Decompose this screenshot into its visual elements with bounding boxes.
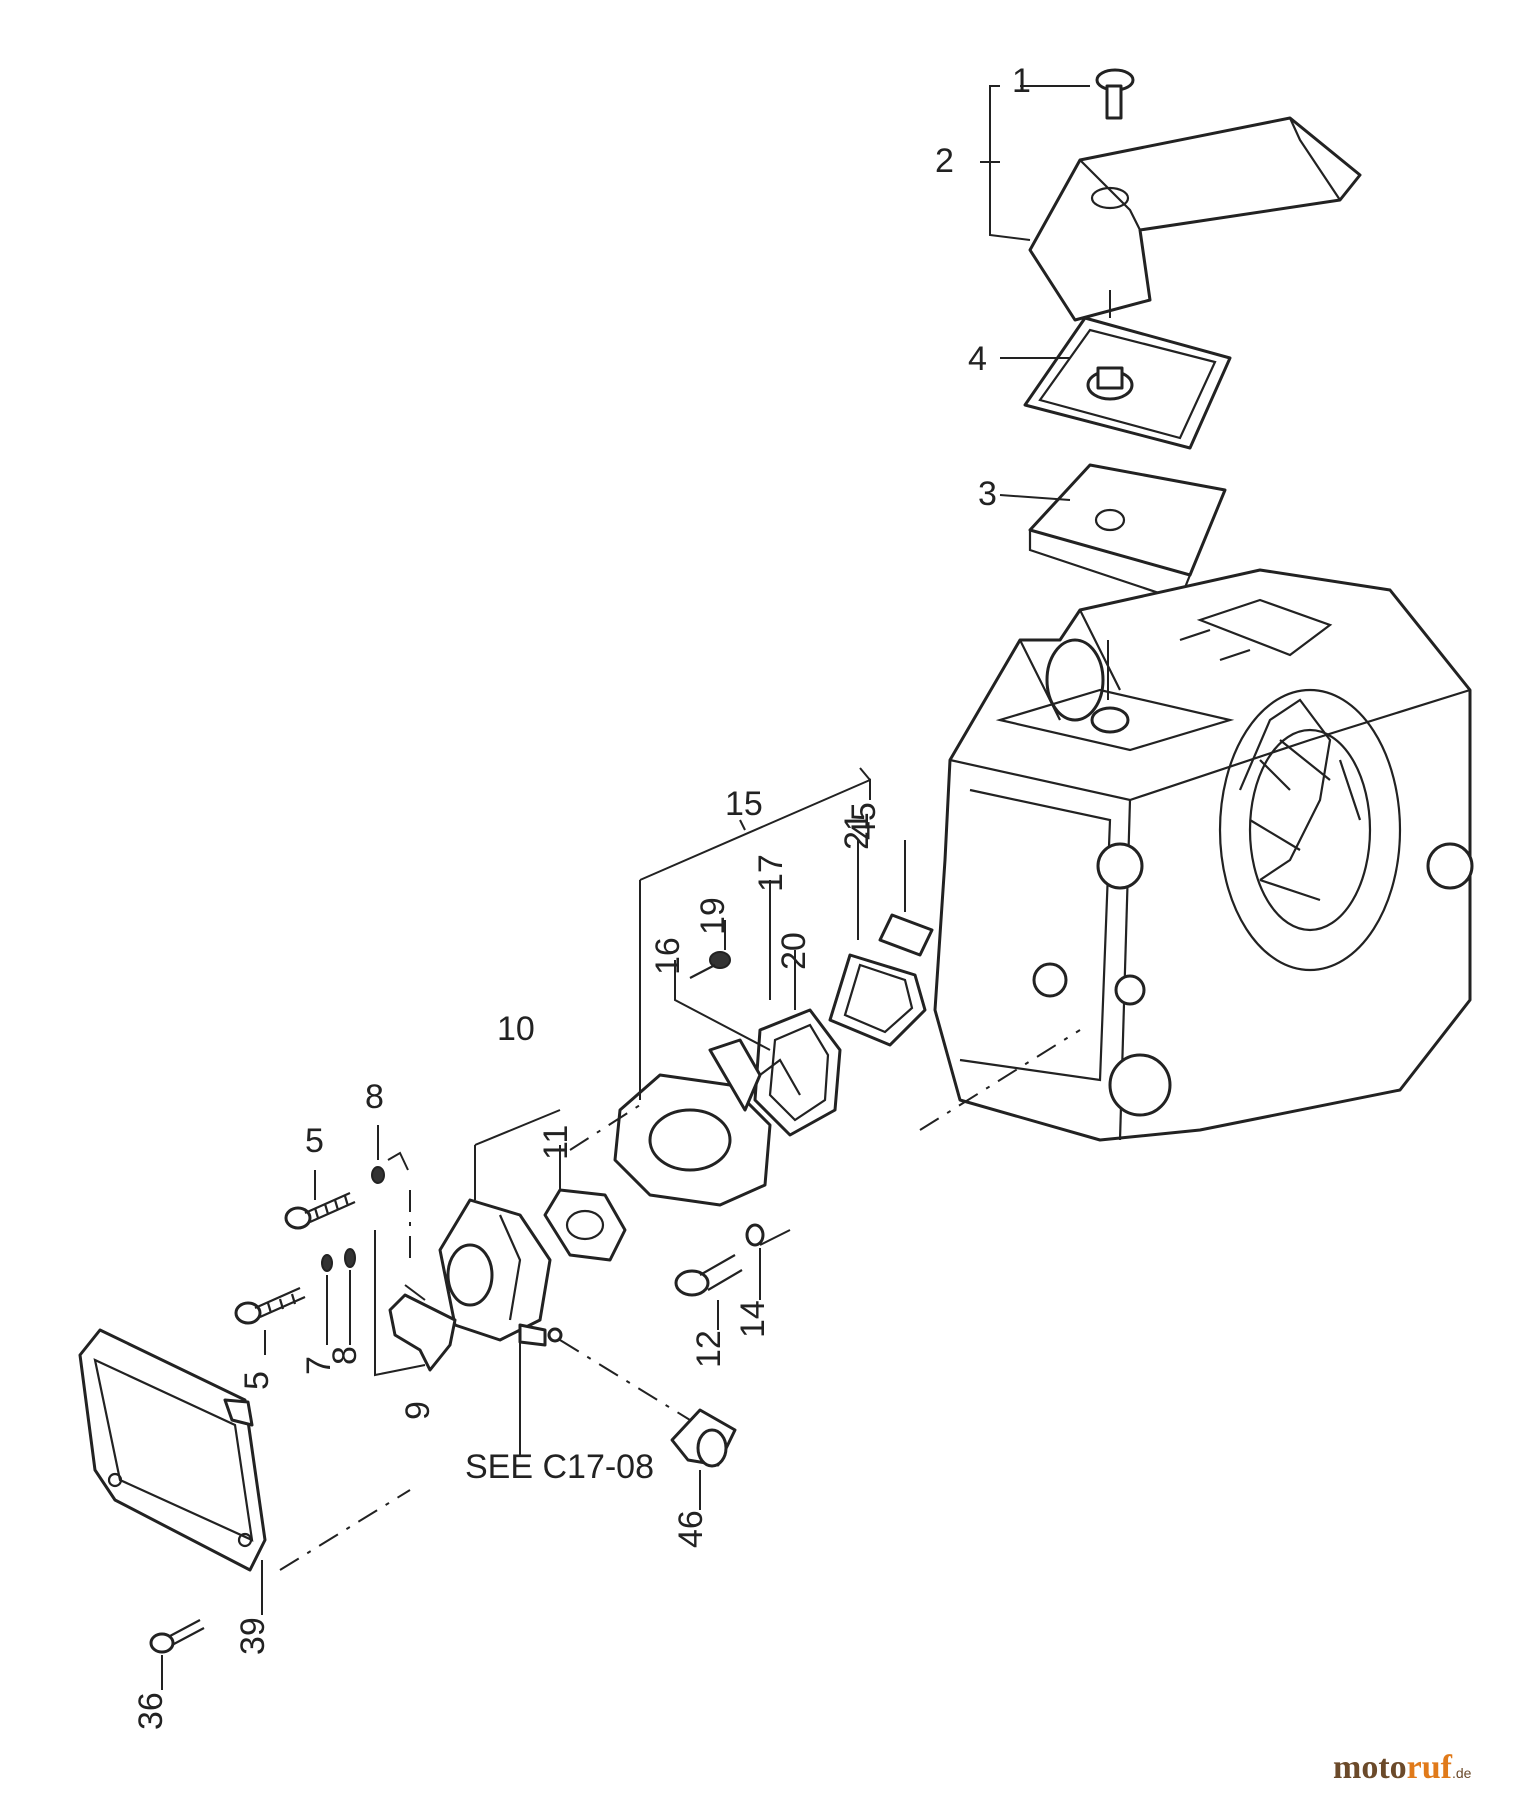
insulator-plate: [753, 1008, 842, 1137]
intake-manifold: [613, 1038, 801, 1207]
small-gasket: [878, 913, 934, 957]
manifold-screw: [689, 951, 731, 979]
label-part-20: 20: [775, 932, 813, 970]
label-part-5-upper: 5: [305, 1122, 324, 1160]
motoruf-logo: motoruf.de: [1333, 1749, 1472, 1786]
label-part-7: 7: [300, 1356, 338, 1375]
mount-washer: [745, 1223, 765, 1247]
filter-bracket: [1023, 316, 1232, 450]
cover-screw-36: [149, 1619, 205, 1654]
fuel-filter-spacer: [670, 1408, 737, 1468]
label-part-12: 12: [690, 1330, 728, 1368]
label-part-2: 2: [935, 142, 954, 180]
label-part-14: 14: [734, 1300, 772, 1338]
washer-upper: [371, 1166, 385, 1184]
label-part-5-lower: 5: [238, 1371, 276, 1390]
label-part-21: 21: [838, 812, 876, 850]
label-part-1: 1: [1012, 62, 1031, 100]
cover-screw: [1095, 68, 1135, 120]
logo-text-suffix: .de: [1452, 1765, 1472, 1781]
logo-text-mid: ruf: [1407, 1749, 1453, 1786]
screw-lower: [234, 1286, 306, 1325]
throttle-bracket: [388, 1293, 457, 1372]
carb-gasket: [543, 1188, 627, 1262]
label-see-reference: SEE C17-08: [465, 1448, 654, 1486]
label-part-15: 15: [725, 785, 763, 823]
label-part-39: 39: [234, 1617, 272, 1655]
label-part-8-upper: 8: [365, 1078, 384, 1116]
carb-cover-plate: [78, 1328, 267, 1572]
label-part-8-lower: 8: [326, 1346, 364, 1365]
label-part-46: 46: [672, 1510, 710, 1548]
screw-upper: [284, 1191, 356, 1230]
label-part-36: 36: [132, 1692, 170, 1730]
label-part-9: 9: [399, 1401, 437, 1420]
carburetor: [438, 1198, 563, 1347]
label-part-45: 45: [845, 802, 883, 840]
mount-bolt: [674, 1254, 743, 1297]
gasket-large: [828, 953, 927, 1047]
filter-element: [1028, 463, 1227, 602]
label-part-16: 16: [649, 937, 687, 975]
label-part-17: 17: [752, 854, 790, 892]
spacer-lower: [344, 1248, 356, 1268]
engine-housing: [933, 568, 1474, 1142]
logo-text-left: moto: [1333, 1749, 1407, 1786]
label-part-3: 3: [978, 475, 997, 513]
air-filter-cover: [1028, 116, 1362, 322]
label-part-10: 10: [497, 1010, 535, 1048]
label-part-4: 4: [968, 340, 987, 378]
label-part-19: 19: [694, 897, 732, 935]
washer-lower: [321, 1254, 333, 1272]
label-part-11: 11: [537, 1125, 575, 1160]
svg-text:motoruf.de: motoruf.de: [1333, 1749, 1472, 1786]
